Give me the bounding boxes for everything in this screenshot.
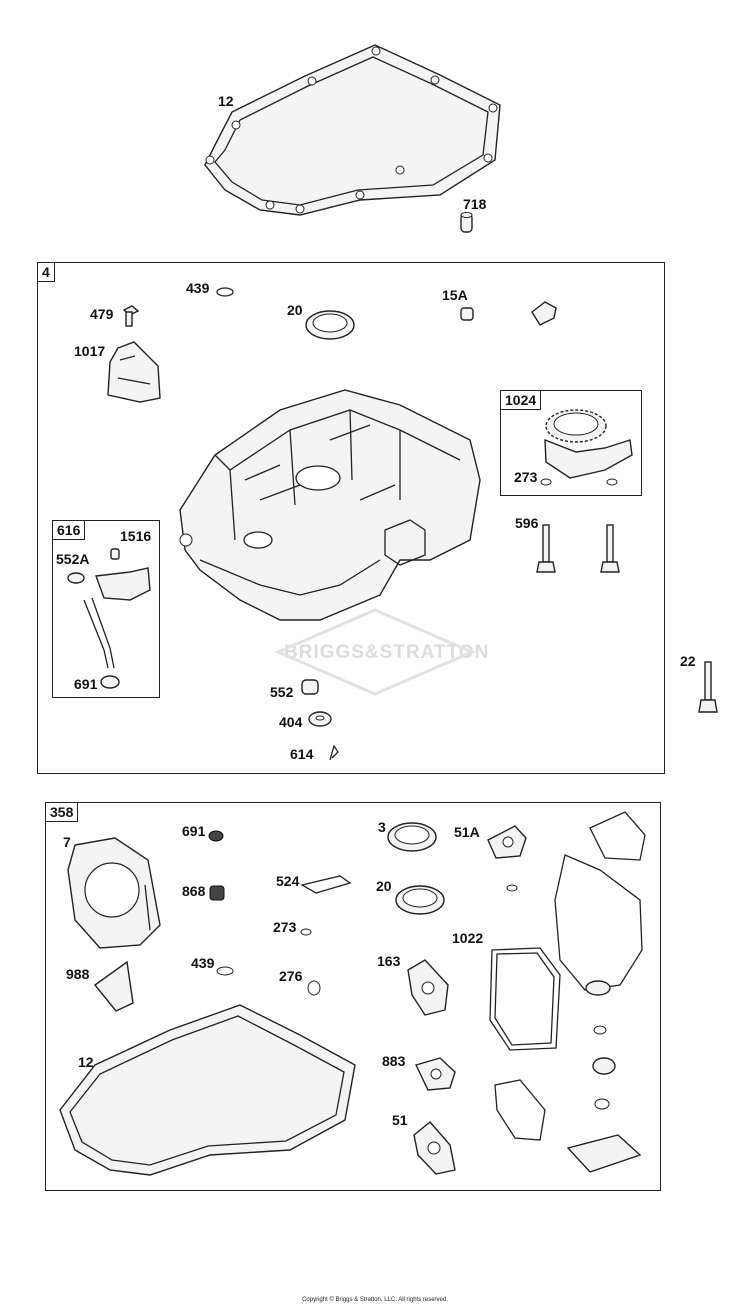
- gasket-set-box: 358: [45, 802, 661, 1191]
- label-616-1516: 1516: [120, 528, 152, 544]
- label-883: 883: [382, 1053, 406, 1069]
- governor-box: 616: [52, 520, 160, 698]
- label-12-set: 12: [78, 1054, 94, 1070]
- copyright-notice: Copyright © Briggs & Stratton, LLC. All …: [302, 1297, 448, 1303]
- label-dowel-718: 718: [463, 196, 487, 212]
- label-552A: 552A: [56, 551, 90, 567]
- label-988: 988: [66, 966, 90, 982]
- label-276: 276: [279, 968, 303, 984]
- label-479: 479: [90, 306, 114, 322]
- label-552: 552: [270, 684, 294, 700]
- label-614: 614: [290, 746, 314, 762]
- label-1022: 1022: [452, 930, 484, 946]
- gasket-set-box-tag: 358: [46, 803, 79, 822]
- label-439-sump: 439: [186, 280, 210, 296]
- label-gasket-12-top: 12: [218, 93, 234, 109]
- governor-box-tag: 616: [53, 521, 86, 540]
- label-691-governor: 691: [74, 676, 98, 692]
- label-20-set: 20: [376, 878, 392, 894]
- label-20-sump: 20: [287, 302, 303, 318]
- label-3: 3: [378, 819, 386, 835]
- label-439-set: 439: [191, 955, 215, 971]
- label-15A: 15A: [442, 287, 468, 303]
- label-7: 7: [63, 834, 71, 850]
- label-273-pump: 273: [514, 469, 538, 485]
- oil-pump-box: 1024: [500, 390, 642, 496]
- label-691-set: 691: [182, 823, 206, 839]
- label-868: 868: [182, 883, 206, 899]
- label-524: 524: [276, 873, 300, 889]
- label-596: 596: [515, 515, 539, 531]
- label-273-set: 273: [273, 919, 297, 935]
- brand-watermark: BRIGGS&STRATTON: [284, 642, 490, 663]
- label-1017: 1017: [74, 343, 106, 359]
- label-163: 163: [377, 953, 401, 969]
- sump-assembly-box: 4: [37, 262, 665, 774]
- sump-box-tag: 4: [38, 263, 55, 282]
- label-404: 404: [279, 714, 303, 730]
- label-bolt-22: 22: [680, 653, 696, 669]
- label-51A: 51A: [454, 824, 480, 840]
- oil-pump-box-tag: 1024: [501, 391, 542, 410]
- label-51: 51: [392, 1112, 408, 1128]
